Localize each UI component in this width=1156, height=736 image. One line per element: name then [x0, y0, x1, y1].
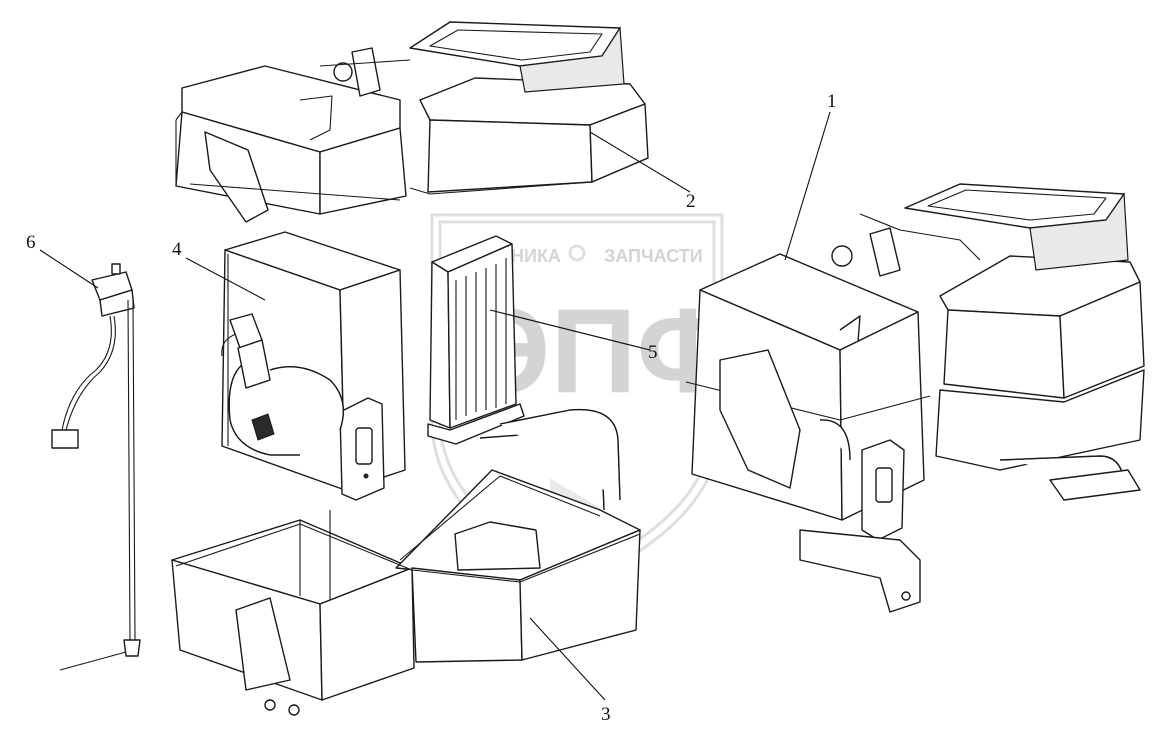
part-1-assembled-unit [685, 183, 1145, 613]
leader-3 [529, 617, 606, 701]
callout-4: 4 [172, 239, 182, 260]
callout-3: 3 [601, 704, 611, 725]
leader-4 [185, 257, 266, 301]
leader-1 [784, 111, 831, 261]
callout-2: 2 [686, 191, 696, 212]
leader-lines [39, 111, 831, 701]
part-5-heater-core [427, 235, 621, 511]
watermark-text-right: ЗАПЧАСТИ [604, 246, 703, 266]
gear-icon [568, 244, 586, 262]
callout-1: 1 [827, 91, 837, 112]
part-3-lower-housing [171, 469, 641, 716]
part-4-evaporator [221, 231, 406, 501]
part-6-sensor [51, 263, 141, 671]
leader-2 [589, 131, 691, 193]
leader-6 [39, 249, 99, 289]
callout-6: 6 [26, 232, 36, 253]
part-2-upper-housing [175, 21, 649, 223]
callout-5: 5 [648, 342, 658, 363]
leader-5 [489, 309, 651, 351]
